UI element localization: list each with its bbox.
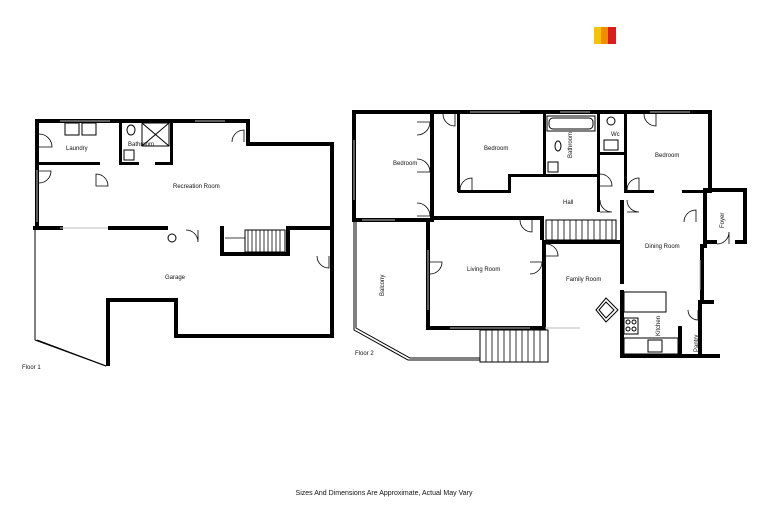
- room-label-pantry: Pantry: [694, 335, 700, 352]
- floor-1-label: Floor 1: [22, 365, 41, 371]
- floor-1-plan: Laundry Bathroom Recreation Room Garage …: [22, 119, 334, 371]
- room-label-kitchen: Kitchen: [656, 316, 662, 336]
- logo-block-orange: [601, 27, 608, 44]
- logo-block-yellow: [594, 27, 601, 44]
- room-label-foyer: Foyer: [720, 213, 726, 228]
- room-label-wc: Wc: [611, 132, 620, 138]
- room-label-bathroom-f1: Bathroom: [128, 142, 154, 148]
- room-label-recreation: Recreation Room: [173, 184, 220, 190]
- floor-1-stairs: [225, 229, 286, 253]
- room-label-bedroom-3: Bedroom: [655, 153, 679, 159]
- floor-2-label: Floor 2: [355, 351, 374, 357]
- room-label-dining: Dining Room: [645, 244, 680, 250]
- room-label-bedroom-1: Bedroom: [393, 161, 417, 167]
- floor-1-walls: [33, 119, 334, 366]
- disclaimer-text: Sizes And Dimensions Are Approximate, Ac…: [296, 490, 473, 497]
- floor-2-walls: [352, 110, 747, 358]
- room-label-laundry: Laundry: [66, 146, 88, 152]
- room-label-bathroom-f2: Bathroom: [568, 132, 574, 158]
- brand-logo: [594, 27, 616, 44]
- logo-block-red: [608, 27, 616, 44]
- room-label-family: Family Room: [566, 277, 601, 283]
- room-label-living: Living Room: [467, 267, 500, 273]
- room-label-bedroom-2: Bedroom: [484, 146, 508, 152]
- floor-2-hall-stairs: [545, 219, 617, 241]
- floor-2-plan: Bedroom Bedroom Bathroom Wc Bedroom Hall…: [352, 110, 747, 363]
- room-label-hall: Hall: [563, 200, 573, 206]
- room-label-balcony: Balcony: [380, 275, 386, 296]
- floor-2-exterior-stairs: [479, 329, 549, 363]
- room-label-garage: Garage: [165, 275, 186, 281]
